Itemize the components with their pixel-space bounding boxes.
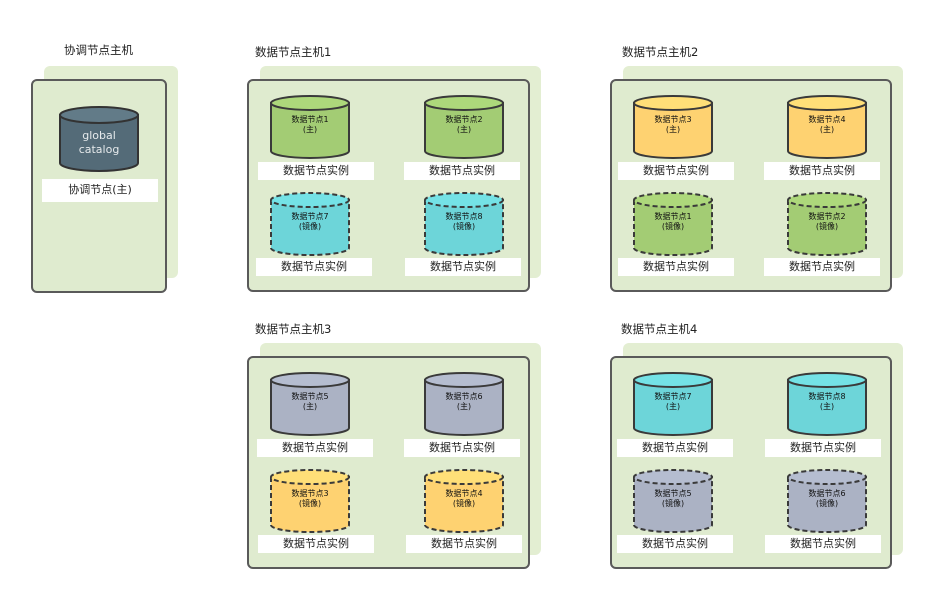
host-4: 数据节点7(主) 数据节点实例 数据节点8(主) 数据节点实例 数据节点5(镜像… — [610, 356, 892, 569]
node-name: 数据节点8 — [445, 212, 483, 221]
node-role: (主) — [665, 402, 681, 411]
node-label: 数据节点3(镜像) — [269, 489, 351, 509]
host-4-instance-label-1: 数据节点实例 — [617, 439, 733, 457]
node-role: (镜像) — [298, 499, 322, 508]
node-role: (主) — [302, 125, 318, 134]
host-1-node-4: 数据节点8(镜像) — [423, 192, 505, 256]
node-name: 数据节点2 — [445, 115, 483, 124]
node-name: 数据节点5 — [291, 392, 329, 401]
node-label: 数据节点5(主) — [269, 392, 351, 412]
node-role: (镜像) — [298, 222, 322, 231]
host-2-instance-label-1: 数据节点实例 — [618, 162, 734, 180]
node-name: 数据节点7 — [654, 392, 692, 401]
node-label: 数据节点5(镜像) — [632, 489, 714, 509]
host-2-node-4: 数据节点2(镜像) — [786, 192, 868, 256]
node-name: 数据节点1 — [654, 212, 692, 221]
node-label: 数据节点1(主) — [269, 115, 351, 135]
host-1-instance-label-4: 数据节点实例 — [405, 258, 521, 276]
node-name: 数据节点6 — [808, 489, 846, 498]
node-label: 数据节点2(主) — [423, 115, 505, 135]
host-3-title: 数据节点主机3 — [255, 322, 332, 336]
node-role: (主) — [456, 402, 472, 411]
coordinator-host-title: 协调节点主机 — [64, 43, 133, 57]
host-4-node-1: 数据节点7(主) — [632, 372, 714, 436]
node-role: (主) — [665, 125, 681, 134]
node-label: 数据节点6(主) — [423, 392, 505, 412]
host-2-node-3: 数据节点1(镜像) — [632, 192, 714, 256]
host-1-node-1: 数据节点1(主) — [269, 95, 351, 159]
node-label: 数据节点4(镜像) — [423, 489, 505, 509]
node-role: (镜像) — [452, 499, 476, 508]
coordinator-label: 协调节点(主) — [42, 179, 158, 202]
node-label: 数据节点4(主) — [786, 115, 868, 135]
coordinator-host: global catalog 协调节点(主) — [31, 79, 167, 293]
host-4-instance-label-2: 数据节点实例 — [765, 439, 881, 457]
node-role: (镜像) — [815, 222, 839, 231]
host-2-title: 数据节点主机2 — [622, 45, 699, 59]
node-role: (镜像) — [452, 222, 476, 231]
host-3-instance-label-4: 数据节点实例 — [406, 535, 522, 553]
node-label: 数据节点2(镜像) — [786, 212, 868, 232]
host-1-instance-label-3: 数据节点实例 — [256, 258, 372, 276]
host-2-instance-label-4: 数据节点实例 — [764, 258, 880, 276]
host-3-node-1: 数据节点5(主) — [269, 372, 351, 436]
node-label: 数据节点8(主) — [786, 392, 868, 412]
host-2-node-2: 数据节点4(主) — [786, 95, 868, 159]
node-name: 数据节点6 — [445, 392, 483, 401]
node-label: 数据节点7(镜像) — [269, 212, 351, 232]
node-role: (主) — [819, 402, 835, 411]
host-1-instance-label-2: 数据节点实例 — [404, 162, 520, 180]
host-1-node-3: 数据节点7(镜像) — [269, 192, 351, 256]
node-name: 数据节点4 — [808, 115, 846, 124]
host-1: 数据节点1(主) 数据节点实例 数据节点2(主) 数据节点实例 数据节点7(镜像… — [247, 79, 530, 292]
host-2-node-1: 数据节点3(主) — [632, 95, 714, 159]
node-role: (镜像) — [661, 499, 685, 508]
node-name: 数据节点3 — [654, 115, 692, 124]
host-3-instance-label-2: 数据节点实例 — [404, 439, 520, 457]
node-name: 数据节点4 — [445, 489, 483, 498]
host-2-instance-label-2: 数据节点实例 — [764, 162, 880, 180]
host-4-instance-label-3: 数据节点实例 — [617, 535, 733, 553]
node-name: 数据节点7 — [291, 212, 329, 221]
host-1-instance-label-1: 数据节点实例 — [258, 162, 374, 180]
host-1-title: 数据节点主机1 — [255, 45, 332, 59]
host-1-node-2: 数据节点2(主) — [423, 95, 505, 159]
global-catalog-line2: catalog — [78, 143, 120, 156]
node-label: 数据节点1(镜像) — [632, 212, 714, 232]
host-3-node-2: 数据节点6(主) — [423, 372, 505, 436]
node-role: (主) — [302, 402, 318, 411]
node-label: 数据节点3(主) — [632, 115, 714, 135]
node-label: 数据节点6(镜像) — [786, 489, 868, 509]
host-4-node-3: 数据节点5(镜像) — [632, 469, 714, 533]
node-name: 数据节点5 — [654, 489, 692, 498]
node-name: 数据节点2 — [808, 212, 846, 221]
host-4-title: 数据节点主机4 — [621, 322, 698, 336]
host-3-instance-label-1: 数据节点实例 — [257, 439, 373, 457]
node-label: 数据节点8(镜像) — [423, 212, 505, 232]
host-3-instance-label-3: 数据节点实例 — [258, 535, 374, 553]
global-catalog-cylinder: global catalog — [58, 105, 140, 172]
node-name: 数据节点1 — [291, 115, 329, 124]
node-name: 数据节点3 — [291, 489, 329, 498]
host-2: 数据节点3(主) 数据节点实例 数据节点4(主) 数据节点实例 数据节点1(镜像… — [610, 79, 892, 292]
host-3: 数据节点5(主) 数据节点实例 数据节点6(主) 数据节点实例 数据节点3(镜像… — [247, 356, 530, 569]
host-3-node-3: 数据节点3(镜像) — [269, 469, 351, 533]
node-role: (镜像) — [815, 499, 839, 508]
global-catalog-label: global catalog — [58, 129, 140, 157]
host-4-node-4: 数据节点6(镜像) — [786, 469, 868, 533]
host-4-instance-label-4: 数据节点实例 — [765, 535, 881, 553]
host-4-node-2: 数据节点8(主) — [786, 372, 868, 436]
node-role: (镜像) — [661, 222, 685, 231]
node-role: (主) — [456, 125, 472, 134]
node-label: 数据节点7(主) — [632, 392, 714, 412]
host-3-node-4: 数据节点4(镜像) — [423, 469, 505, 533]
global-catalog-line1: global — [82, 129, 116, 142]
node-role: (主) — [819, 125, 835, 134]
host-2-instance-label-3: 数据节点实例 — [618, 258, 734, 276]
node-name: 数据节点8 — [808, 392, 846, 401]
